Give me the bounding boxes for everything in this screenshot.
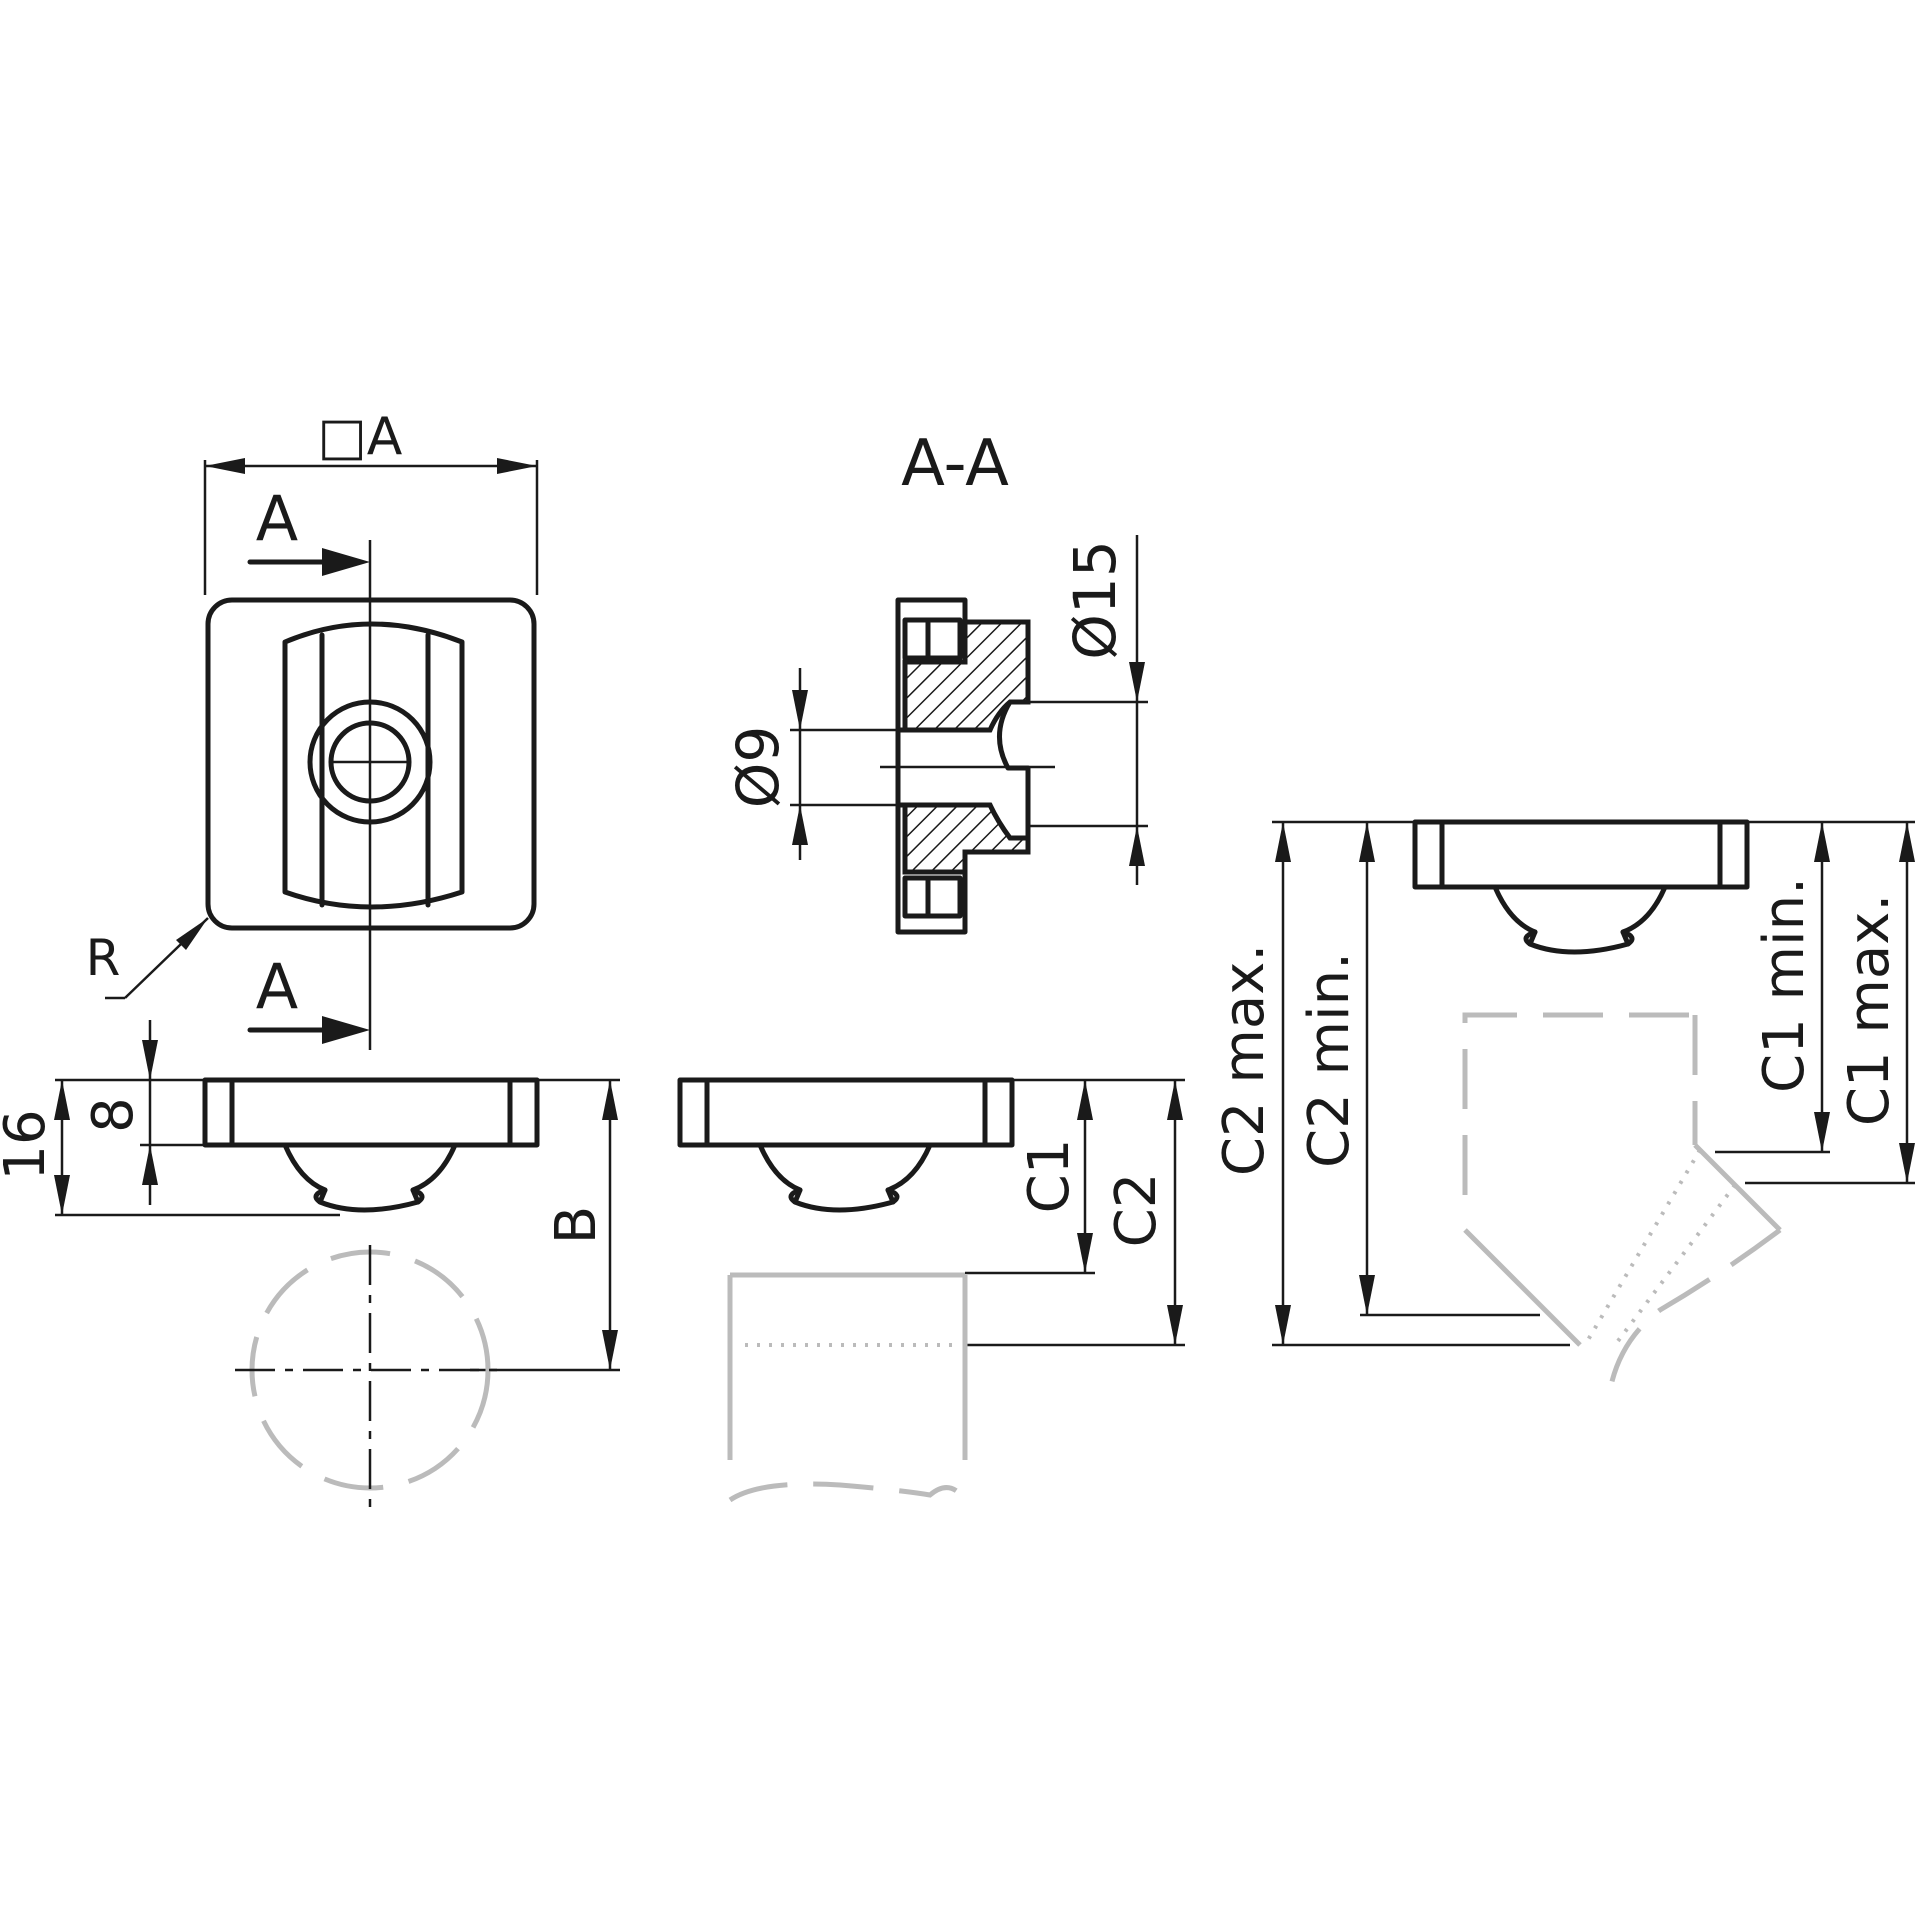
front-view-3: C2 max. C2 min. C1 min. C1 max. [1212, 819, 1915, 1391]
nut-notch [410, 1187, 425, 1205]
section-view: A-A Ø9 Ø15 [724, 427, 1148, 935]
diameter-9-label: Ø9 [724, 726, 792, 809]
nut-notch [313, 1187, 328, 1205]
section-mark-top: A [256, 482, 298, 555]
nut-notch [1523, 929, 1538, 947]
arrow-head [497, 458, 537, 474]
section-hatch-lower [902, 802, 1031, 875]
flange-body [677, 1077, 1015, 1148]
width-label: □A [318, 407, 403, 467]
dimension-c1-label: C1 [1017, 1139, 1082, 1214]
arrow-head [1167, 1305, 1183, 1345]
dimension-b-label: B [544, 1206, 609, 1244]
c1-max-label: C1 max. [1837, 894, 1902, 1126]
arrow-head [1129, 826, 1145, 866]
c2-min-label: C2 min. [1297, 952, 1362, 1168]
dimension-c2-label: C2 [1104, 1173, 1169, 1248]
front-view-1: 16 8 B [0, 1020, 620, 1510]
arrow-head [1275, 1305, 1291, 1345]
arrow-head [792, 690, 808, 730]
ghost-hidden-line [1583, 1148, 1702, 1347]
flange-pocket [902, 875, 963, 919]
diameter-15-label: Ø15 [1061, 540, 1129, 659]
nut-notch [885, 1187, 900, 1205]
outer-square [205, 597, 537, 931]
arrow-head [1275, 822, 1291, 862]
arrow-head [1359, 1275, 1375, 1315]
ghost-break-line [1607, 1227, 1782, 1391]
flange-body [202, 1077, 540, 1148]
arrow-head [1814, 1112, 1830, 1152]
height-8-label: 8 [81, 1097, 146, 1133]
arrow-head [1077, 1233, 1093, 1273]
arrow-head [1899, 1143, 1915, 1183]
section-title: A-A [901, 427, 1009, 501]
section-hatch-upper [902, 619, 1031, 733]
section-arrow-head [322, 548, 370, 576]
ghost-corner-profile [1462, 1012, 1695, 1195]
hole-outer [307, 699, 433, 825]
ghost-angled-wall [1693, 1143, 1782, 1232]
c2-max-label: C2 max. [1212, 944, 1277, 1176]
nut-profile [757, 1142, 933, 1213]
ghost-break-line [728, 1481, 968, 1503]
height-16-label: 16 [0, 1109, 58, 1180]
arrow-head [54, 1175, 70, 1215]
radius-label: R [86, 929, 121, 987]
flange-pocket [902, 617, 963, 661]
inner-body [282, 621, 465, 910]
top-view: □A A A R [86, 407, 539, 1050]
arrow-head [1129, 662, 1145, 702]
arrow-head [1359, 822, 1375, 862]
arrow-head [176, 918, 208, 950]
arrow-head [792, 805, 808, 845]
arrow-head [54, 1080, 70, 1120]
arrow-head [602, 1080, 618, 1120]
arrow-head [142, 1040, 158, 1080]
c1-min-label: C1 min. [1752, 877, 1817, 1093]
arrow-head [142, 1145, 158, 1185]
section-mark-bottom: A [256, 950, 298, 1023]
section-arrow-head [322, 1016, 370, 1044]
arrow-head [1899, 822, 1915, 862]
nut-profile [1492, 884, 1668, 955]
arrow-head [1814, 822, 1830, 862]
flange-body [1412, 819, 1750, 890]
arrow-head [602, 1330, 618, 1370]
ghost-angled-wall [1463, 1228, 1582, 1347]
arrow-head [1077, 1080, 1093, 1120]
nut-notch [1620, 929, 1635, 947]
front-view-2: C1 C2 [677, 1077, 1185, 1503]
arrow-head [205, 458, 245, 474]
nut-notch [788, 1187, 803, 1205]
arrow-head [1167, 1080, 1183, 1120]
nut-profile [282, 1142, 458, 1213]
